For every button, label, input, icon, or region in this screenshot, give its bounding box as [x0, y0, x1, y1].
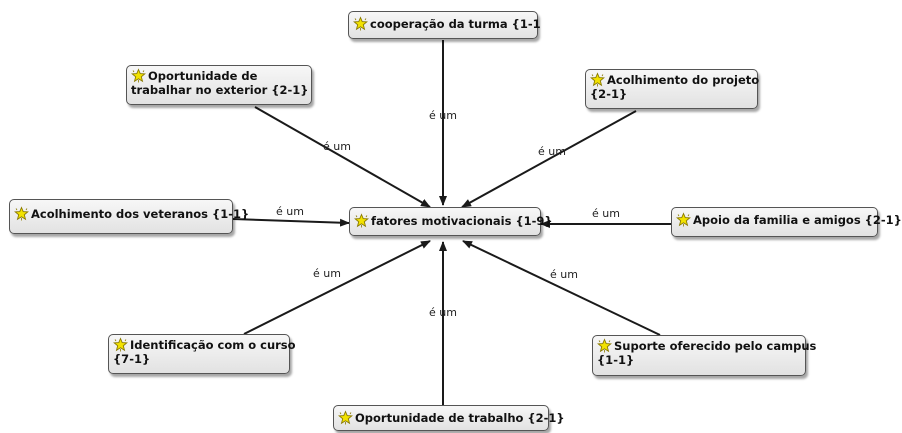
node-identificacao-curso[interactable]: Identificação com o curso {7-1} [108, 334, 296, 374]
node-label: Identificação com o curso {7-1} [113, 338, 296, 366]
node-suporte-campus[interactable]: Suporte oferecido pelo campus {1-1} [592, 335, 816, 376]
node-label: Oportunidade de trabalhar no exterior {2… [131, 69, 309, 97]
edge-label-cooperacao: é um [429, 109, 457, 122]
node-label: cooperação da turma {1-1 [370, 17, 541, 31]
edge-label-trabalho: é um [429, 306, 457, 319]
edge-projeto [461, 110, 637, 208]
code-star-icon [353, 16, 368, 31]
edge-label-projeto: é um [538, 145, 566, 158]
node-oportunidade-trabalho[interactable]: Oportunidade de trabalho {2-1} [333, 405, 565, 431]
edge-label-veteranos: é um [276, 205, 304, 218]
node-label: Oportunidade de trabalho {2-1} [355, 411, 565, 425]
edge-veteranos [232, 218, 350, 227]
edge-curso [243, 240, 431, 335]
node-cooperacao-da-turma[interactable]: cooperação da turma {1-1 [348, 11, 541, 39]
code-star-icon [338, 410, 353, 425]
edge-exterior [254, 106, 431, 208]
relation-edges: é um é um é um é um é um é um é um é um [232, 40, 671, 405]
code-star-icon [14, 206, 29, 221]
node-apoio-familia[interactable]: Apoio da familia e amigos {2-1} [671, 207, 902, 237]
node-label: Suporte oferecido pelo campus {1-1} [597, 339, 817, 367]
node-label: Acolhimento do projeto {2-1} [590, 73, 760, 101]
node-oportunidade-exterior[interactable]: Oportunidade de trabalhar no exterior {2… [126, 65, 312, 105]
edge-label-campus: é um [550, 268, 578, 281]
code-star-icon [597, 338, 612, 353]
edge-label-exterior: é um [323, 140, 351, 153]
edge-label-curso: é um [313, 267, 341, 280]
edge-campus [462, 240, 661, 336]
code-star-icon [131, 68, 146, 83]
code-star-icon [113, 337, 128, 352]
node-acolhimento-projeto[interactable]: Acolhimento do projeto {2-1} [585, 69, 760, 109]
node-label: Apoio da familia e amigos {2-1} [693, 213, 902, 227]
code-star-icon [354, 213, 369, 228]
edge-label-familia: é um [592, 207, 620, 220]
node-fatores-motivacionais[interactable]: fatores motivacionais {1-9} [349, 207, 553, 236]
node-label: Acolhimento dos veteranos {1-1} [31, 207, 250, 221]
node-acolhimento-veteranos[interactable]: Acolhimento dos veteranos {1-1} [9, 199, 249, 234]
code-star-icon [590, 72, 605, 87]
node-label: fatores motivacionais {1-9} [371, 214, 553, 228]
code-star-icon [676, 212, 691, 227]
